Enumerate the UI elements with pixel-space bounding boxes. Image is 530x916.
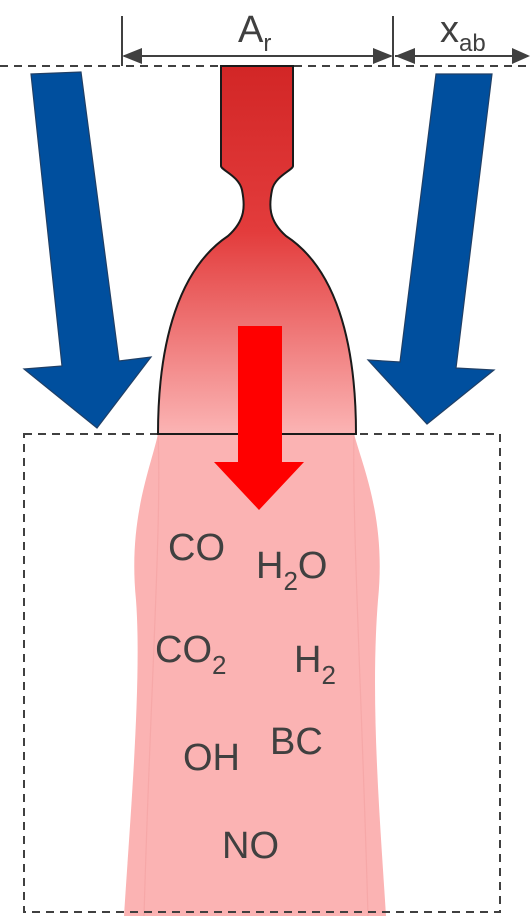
- species-h2o: H2O: [256, 545, 327, 596]
- species-co2: CO2: [155, 629, 226, 680]
- species-h2: H2: [294, 639, 336, 690]
- distance-label: xab: [440, 9, 486, 57]
- species-bc: BC: [270, 721, 323, 763]
- species-oh: OH: [183, 737, 240, 779]
- area-dimension: Ar: [121, 9, 394, 66]
- exhaust-plume: [124, 434, 386, 916]
- plume-inner-edge: [143, 433, 160, 916]
- arrow-down-left-icon: [366, 73, 496, 425]
- species-no: NO: [222, 825, 279, 867]
- rocket-nozzle: [156, 65, 358, 435]
- distance-dimension: xab: [395, 9, 530, 64]
- plume-inner-edge: [353, 433, 369, 916]
- area-label: Ar: [238, 9, 271, 57]
- arrow-down-right-icon: [22, 71, 153, 429]
- arrow-down-icon: [214, 326, 304, 510]
- species-co: CO: [168, 527, 225, 569]
